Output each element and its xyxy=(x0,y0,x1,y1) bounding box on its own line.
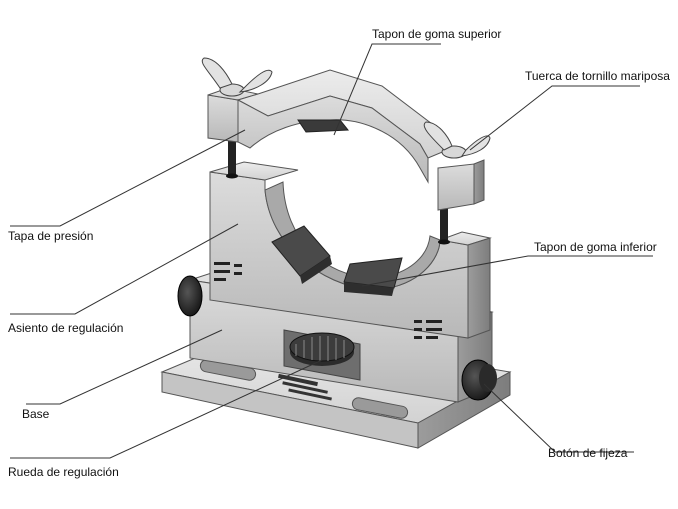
leader-pressure-cap xyxy=(10,129,246,227)
fix-knob-left xyxy=(177,275,203,317)
leader-base xyxy=(26,329,223,405)
seat-scale-right xyxy=(414,320,442,339)
label-wing-nut: Tuerca de tornillo mariposa xyxy=(525,69,670,83)
cap-right-ear-side xyxy=(473,159,485,205)
seat-right-side xyxy=(467,237,491,339)
lower-rubber-left xyxy=(271,225,332,284)
leader-lines xyxy=(10,43,653,459)
seat-scale-left xyxy=(214,262,242,281)
label-upper-rubber: Tapon de goma superior xyxy=(372,27,502,41)
wing-nut-left xyxy=(201,57,273,97)
upper-rubber xyxy=(297,119,350,133)
base-slot-right xyxy=(351,397,409,419)
label-lower-rubber: Tapon de goma inferior xyxy=(534,240,657,254)
label-adjust-seat: Asiento de regulación xyxy=(8,321,124,335)
label-adjust-wheel: Rueda de regulación xyxy=(8,465,119,479)
cap-right-ear-front xyxy=(437,163,475,211)
fix-knob-right xyxy=(461,359,497,401)
leader-wing-nut xyxy=(469,85,640,151)
screw-left xyxy=(226,140,238,179)
leader-lower-rubber xyxy=(361,255,653,287)
leader-adjust-seat xyxy=(10,223,239,315)
pressure-cap xyxy=(207,69,485,211)
label-pressure-cap: Tapa de presión xyxy=(8,229,94,243)
screw-right xyxy=(438,208,450,245)
base-engraving xyxy=(278,373,332,401)
leader-upper-rubber xyxy=(333,43,441,136)
adjust-wheel xyxy=(289,332,355,366)
leader-fix-knob xyxy=(483,383,634,453)
cap-left-ear-front xyxy=(207,94,239,143)
lower-rubber-right xyxy=(343,257,403,296)
wing-nut-right xyxy=(423,121,491,159)
cap-arch-front xyxy=(237,95,429,184)
label-base: Base xyxy=(22,407,50,421)
leader-adjust-wheel xyxy=(10,359,323,459)
label-fix-knob: Botón de fijeza xyxy=(548,446,628,460)
